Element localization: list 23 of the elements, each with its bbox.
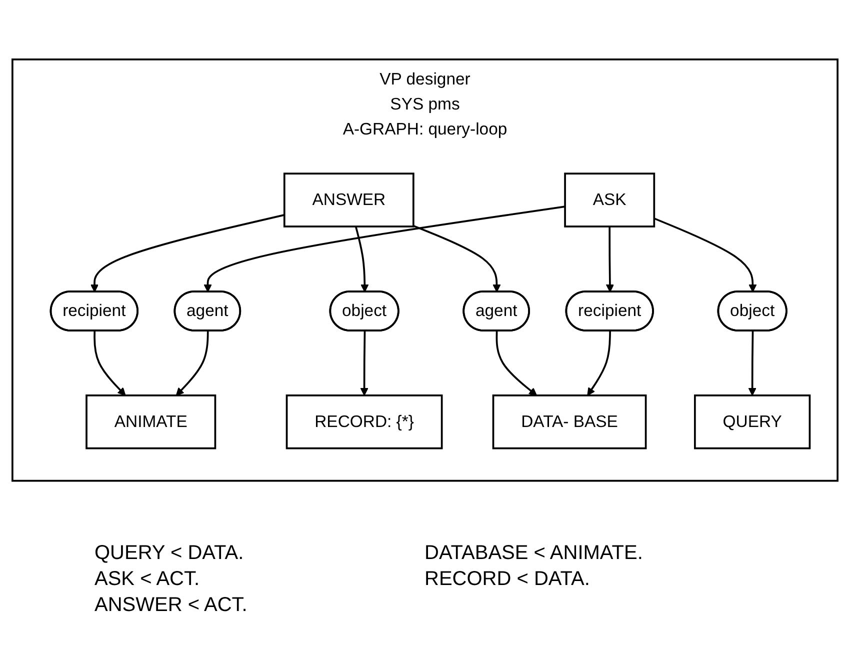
node-box: ASK <box>564 172 655 228</box>
arrow <box>203 206 565 292</box>
arrow <box>495 330 537 396</box>
arrow <box>748 330 756 396</box>
node-box: RECORD: {*} <box>285 394 442 450</box>
type-definition: DATABASE < ANIMATE. <box>424 541 644 566</box>
arrow <box>653 217 756 292</box>
arrow <box>175 330 208 396</box>
node-box: DATA- BASE <box>492 394 646 450</box>
type-definition: QUERY < DATA. <box>94 541 245 566</box>
node-box: QUERY <box>694 394 810 450</box>
arrow <box>90 214 284 292</box>
type-definition: RECORD < DATA. <box>424 567 591 592</box>
node-box: ANIMATE <box>85 394 216 450</box>
arrow <box>586 330 610 396</box>
arrow <box>360 330 368 396</box>
type-definition: ANSWER < ACT. <box>94 593 248 618</box>
arrow <box>412 224 500 292</box>
arrow <box>605 226 614 292</box>
type-definition: ASK < ACT. <box>94 567 201 592</box>
node-box: ANSWER <box>282 172 414 228</box>
arrow <box>354 226 368 292</box>
arrow <box>93 330 126 396</box>
